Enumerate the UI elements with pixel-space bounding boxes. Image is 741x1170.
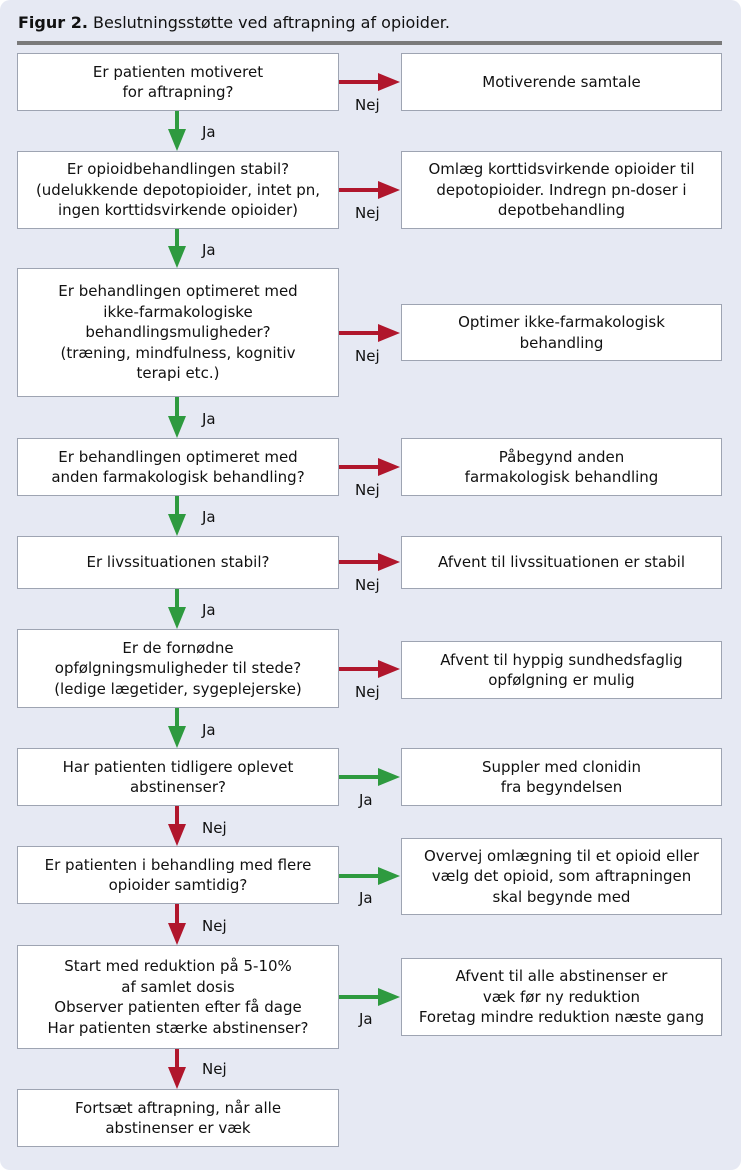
figure-number: Figur 2. (18, 13, 88, 32)
down-arrow-pharma (168, 496, 186, 536)
down-arrow-motivation (168, 111, 186, 151)
down-arrow-multiple-opioids (168, 904, 186, 945)
down-label-multiple-opioids: Nej (202, 917, 227, 935)
question-box-life-situation: Er livssituationen stabil? (17, 536, 339, 589)
side-label-opioid-stable: Nej (355, 204, 380, 222)
question-box-nonpharma: Er behandlingen optimeret med ikke-farma… (17, 268, 339, 397)
action-box-followup: Afvent til hyppig sundhedsfaglig opfølgn… (401, 641, 722, 699)
down-arrow-followup (168, 708, 186, 748)
side-arrow-motivation (339, 73, 400, 91)
down-label-opioid-stable: Ja (202, 241, 216, 259)
question-box-multiple-opioids: Er patienten i behandling med flere opio… (17, 846, 339, 904)
side-label-multiple-opioids: Ja (359, 889, 373, 907)
action-box-motivation: Motiverende samtale (401, 53, 722, 111)
side-arrow-start-reduction (339, 988, 400, 1006)
down-arrow-opioid-stable (168, 229, 186, 268)
figure-caption: Beslutningsstøtte ved aftrapning af opio… (93, 13, 450, 32)
action-box-prior-withdrawal: Suppler med clonidin fra begyndelsen (401, 748, 722, 806)
down-label-followup: Ja (202, 721, 216, 739)
figure-title: Figur 2. Beslutningsstøtte ved aftrapnin… (18, 13, 450, 32)
action-box-nonpharma: Optimer ikke-farmakologisk behandling (401, 304, 722, 361)
side-arrow-followup (339, 660, 400, 678)
side-arrow-multiple-opioids (339, 867, 400, 885)
question-box-start-reduction: Start med reduktion på 5-10% af samlet d… (17, 945, 339, 1049)
down-label-motivation: Ja (202, 123, 216, 141)
question-box-opioid-stable: Er opioidbehandlingen stabil? (udelukken… (17, 151, 339, 229)
title-divider (17, 41, 722, 45)
side-arrow-pharma (339, 458, 400, 476)
side-label-motivation: Nej (355, 96, 380, 114)
action-box-pharma: Påbegynd anden farmakologisk behandling (401, 438, 722, 496)
side-arrow-prior-withdrawal (339, 768, 400, 786)
side-label-life-situation: Nej (355, 576, 380, 594)
side-label-followup: Nej (355, 683, 380, 701)
down-arrow-nonpharma (168, 397, 186, 438)
action-box-opioid-stable: Omlæg korttidsvirkende opioider til depo… (401, 151, 722, 229)
side-label-start-reduction: Ja (359, 1010, 373, 1028)
side-label-pharma: Nej (355, 481, 380, 499)
down-arrow-prior-withdrawal (168, 806, 186, 846)
down-arrow-start-reduction (168, 1049, 186, 1089)
down-label-nonpharma: Ja (202, 410, 216, 428)
action-box-life-situation: Afvent til livssituationen er stabil (401, 536, 722, 589)
down-label-prior-withdrawal: Nej (202, 819, 227, 837)
down-label-pharma: Ja (202, 508, 216, 526)
side-arrow-nonpharma (339, 324, 400, 342)
side-label-nonpharma: Nej (355, 347, 380, 365)
side-arrow-opioid-stable (339, 181, 400, 199)
question-box-pharma: Er behandlingen optimeret med anden farm… (17, 438, 339, 496)
down-arrow-life-situation (168, 589, 186, 629)
down-label-life-situation: Ja (202, 601, 216, 619)
action-box-multiple-opioids: Overvej omlægning til et opioid eller væ… (401, 838, 722, 915)
question-box-motivation: Er patienten motiveret for aftrapning? (17, 53, 339, 111)
down-label-start-reduction: Nej (202, 1060, 227, 1078)
side-label-prior-withdrawal: Ja (359, 791, 373, 809)
side-arrow-life-situation (339, 553, 400, 571)
action-box-start-reduction: Afvent til alle abstinenser er væk før n… (401, 958, 722, 1036)
final-box-continue-tapering: Fortsæt aftrapning, når alle abstinenser… (17, 1089, 339, 1147)
question-box-prior-withdrawal: Har patienten tidligere oplevet abstinen… (17, 748, 339, 806)
question-box-followup: Er de fornødne opfølgningsmuligheder til… (17, 629, 339, 708)
